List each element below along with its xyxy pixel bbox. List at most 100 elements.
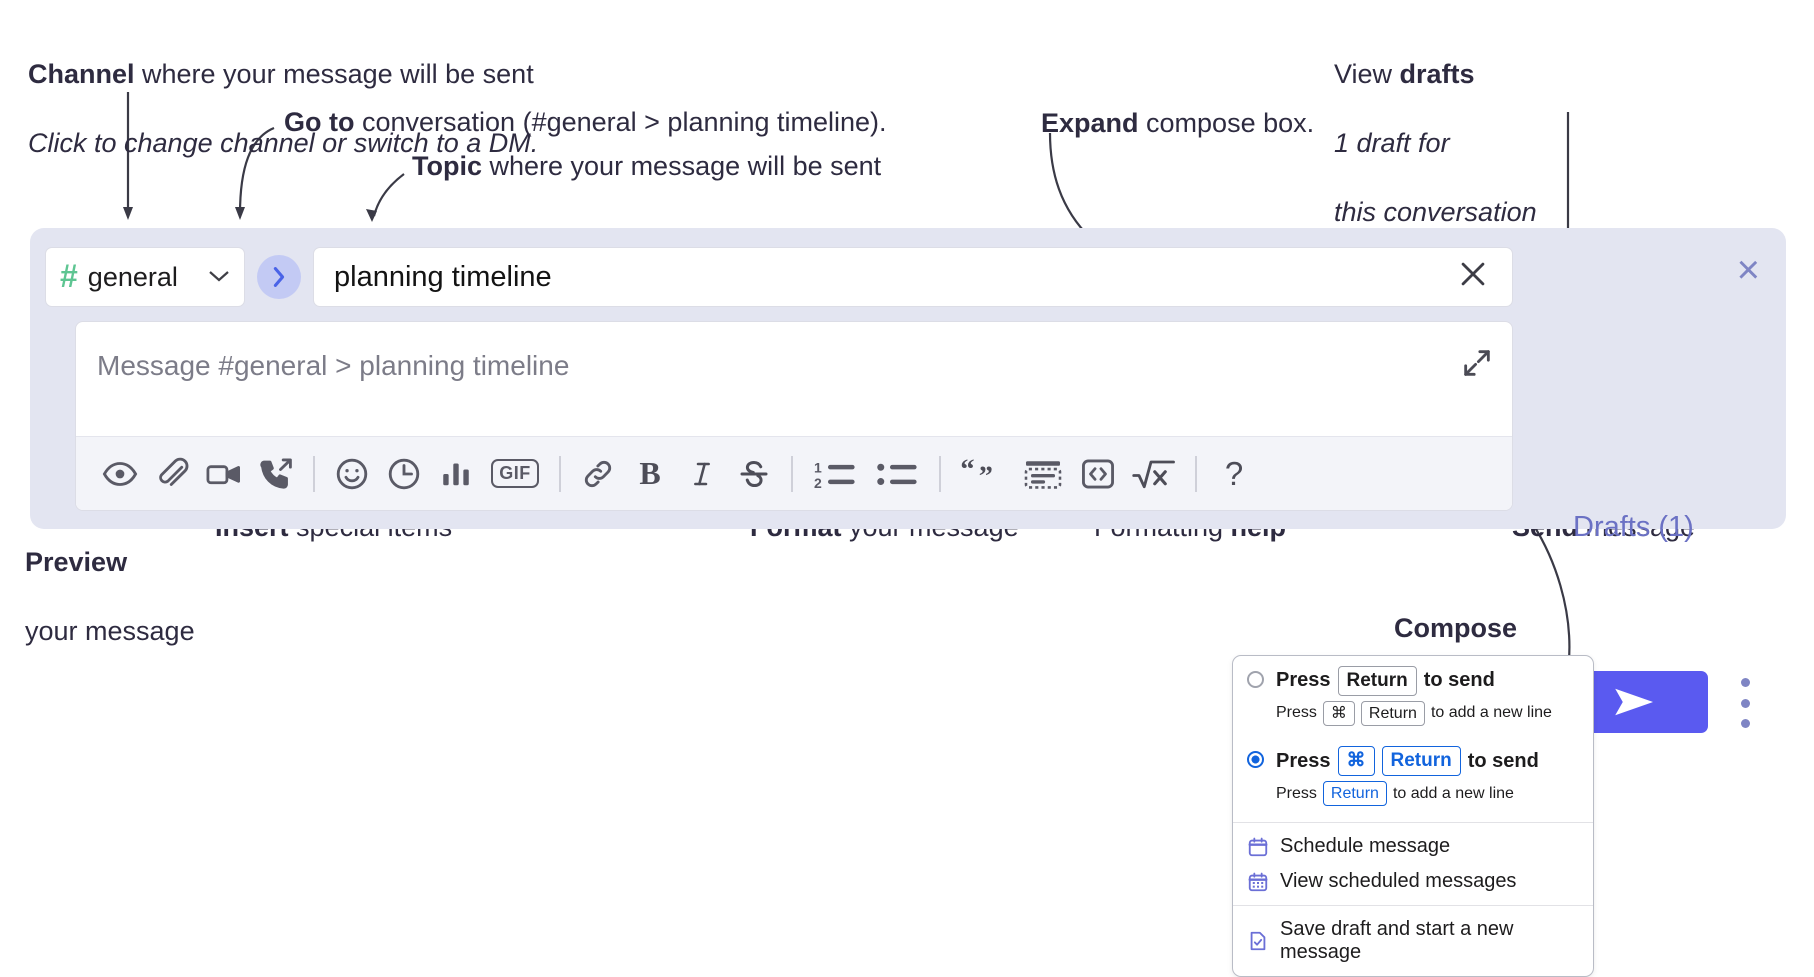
message-input[interactable]: Message #general > planning timeline — [75, 321, 1513, 511]
clock-icon[interactable] — [378, 448, 430, 500]
annotation-drafts-italic1: 1 draft for — [1334, 127, 1450, 158]
channel-name: general — [87, 261, 178, 292]
save-draft-icon — [1247, 930, 1269, 952]
strikethrough-icon[interactable] — [728, 448, 780, 500]
bold-icon[interactable]: B — [624, 448, 676, 500]
link-icon[interactable] — [572, 448, 624, 500]
kebab-dot — [1740, 698, 1750, 708]
menu-item-label: Save draft and start a new message — [1280, 918, 1514, 964]
ordered-list-icon[interactable]: 1 2 — [804, 448, 866, 500]
svg-text:“: “ — [960, 457, 974, 485]
annotation-drafts-prefix: View — [1334, 58, 1400, 89]
menu-item-label: Schedule message — [1280, 835, 1451, 858]
key-command: ⌘ — [1322, 700, 1355, 727]
compose-options-button[interactable] — [1732, 678, 1758, 728]
gif-icon[interactable]: GIF — [482, 448, 548, 500]
menu-item-label: View scheduled messages — [1280, 870, 1517, 893]
annotation-preview-bold: Preview — [25, 546, 128, 577]
blockquote-icon[interactable]: “ ” — [952, 448, 1014, 500]
bold-label: B — [639, 455, 661, 491]
annotation-expand: Expand compose box. — [1041, 106, 1314, 141]
annotation-expand-rest: compose box. — [1138, 108, 1315, 138]
hash-icon: # — [60, 257, 78, 294]
toolbar-divider — [1195, 455, 1197, 492]
close-icon[interactable]: × — [1736, 248, 1760, 292]
help-icon[interactable]: ? — [1208, 448, 1260, 500]
menu-divider — [1233, 905, 1593, 907]
gif-label: GIF — [491, 459, 539, 488]
toolbar-divider — [791, 455, 793, 492]
annotation-topic-bold: Topic — [412, 151, 482, 181]
annotation-channel-rest: where your message will be sent — [134, 58, 534, 89]
key-return: Return — [1381, 746, 1461, 776]
video-icon[interactable] — [198, 448, 250, 500]
key-return: Return — [1360, 700, 1425, 727]
toolbar-divider — [313, 455, 315, 492]
poll-icon[interactable] — [430, 448, 482, 500]
chevron-down-icon — [208, 267, 230, 289]
annotation-goto: Go to conversation (#general > planning … — [284, 105, 887, 140]
annotation-topic: Topic where your message will be sent — [412, 149, 881, 184]
annotation-compose-options-bold1: Compose — [1394, 612, 1518, 643]
annotation-channel: Channel where your message will be sent … — [28, 22, 668, 160]
code-icon[interactable] — [1072, 448, 1124, 500]
math-icon[interactable] — [1124, 448, 1184, 500]
radio-selected[interactable] — [1247, 751, 1264, 769]
annotation-drafts: View drafts 1 draft for this conversatio… — [1334, 22, 1537, 229]
key-return: Return — [1322, 780, 1387, 807]
annotation-drafts-italic2: this conversation — [1334, 196, 1537, 227]
kebab-dot — [1740, 719, 1750, 728]
annotation-channel-bold: Channel — [28, 58, 135, 89]
italic-icon[interactable] — [676, 448, 728, 500]
annotation-preview-rest: your message — [25, 615, 195, 646]
toolbar-divider — [939, 455, 941, 492]
code-block-icon[interactable] — [1014, 448, 1072, 500]
topic-input[interactable]: planning timeline — [313, 247, 1513, 307]
context-row: # general planning timeline — [45, 246, 1513, 308]
svg-text:2: 2 — [814, 475, 822, 491]
annotation-goto-rest: conversation (#general > planning timeli… — [354, 107, 887, 137]
bulleted-list-icon[interactable] — [866, 448, 928, 500]
annotation-topic-rest: where your message will be sent — [482, 151, 882, 181]
message-placeholder: Message #general > planning timeline — [97, 350, 570, 381]
drafts-link[interactable]: Drafts (1) — [1573, 511, 1694, 543]
annotation-preview: Preview your message — [25, 510, 195, 648]
kebab-dot — [1740, 678, 1750, 687]
calendar-grid-icon — [1247, 871, 1269, 893]
svg-text:1: 1 — [814, 459, 822, 475]
go-to-conversation-button[interactable] — [257, 255, 301, 299]
preview-icon[interactable] — [94, 448, 146, 500]
emoji-icon[interactable] — [326, 448, 378, 500]
formatting-toolbar: GIF B — [76, 436, 1512, 510]
channel-selector[interactable]: # general — [45, 247, 245, 307]
help-label: ? — [1224, 454, 1244, 492]
attachment-icon[interactable] — [146, 448, 198, 500]
menu-divider — [1233, 822, 1593, 824]
calendar-icon — [1247, 836, 1269, 858]
key-return: Return — [1337, 666, 1417, 696]
menu-item-save-draft[interactable]: Save draft and start a new message — [1233, 912, 1593, 976]
annotation-drafts-bold: drafts — [1399, 58, 1475, 89]
clear-topic-icon[interactable] — [1456, 257, 1496, 297]
call-forward-icon[interactable] — [250, 448, 302, 500]
svg-text:”: ” — [979, 461, 993, 491]
radio-unselected[interactable] — [1247, 671, 1264, 688]
menu-item-schedule-message[interactable]: Schedule message — [1233, 829, 1593, 864]
key-command: ⌘ — [1337, 746, 1375, 776]
toolbar-divider — [559, 455, 561, 492]
expand-icon[interactable] — [1460, 346, 1494, 380]
send-arrow-icon — [1615, 688, 1653, 716]
annotation-channel-italic: Click to change channel or switch to a D… — [28, 127, 539, 158]
chevron-right-icon — [273, 267, 285, 287]
annotation-expand-bold: Expand — [1041, 108, 1139, 138]
menu-item-view-scheduled-messages[interactable]: View scheduled messages — [1233, 864, 1593, 899]
annotation-goto-bold: Go to — [284, 107, 355, 137]
